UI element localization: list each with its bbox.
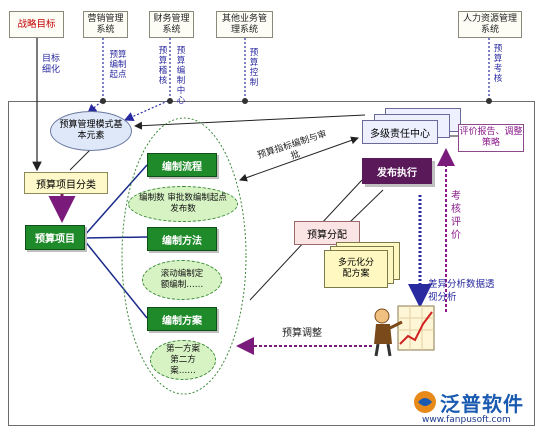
plan-box: 编制方案 bbox=[147, 307, 217, 331]
multi-box: 多元化分配方案 bbox=[324, 250, 388, 288]
flow-detail: 编制数 审批数编制起点 发布数 bbox=[128, 186, 238, 222]
classify-box: 预算项目分类 bbox=[24, 172, 108, 194]
adjust-label: 预算调整 bbox=[282, 328, 322, 339]
dot-other bbox=[242, 98, 248, 104]
goal-split-label: 目标细化 bbox=[42, 54, 61, 75]
logo: 泛普软件 www.fanpusoft.com bbox=[412, 388, 534, 428]
sales-system-box: 营销管理系统 bbox=[83, 11, 128, 38]
line-index-approve bbox=[239, 136, 359, 182]
budget-check-label: 预算稽核 bbox=[158, 46, 168, 86]
plan-detail: 第一方案第二方案…… bbox=[150, 340, 216, 380]
method-box: 编制方法 bbox=[147, 227, 217, 251]
strategy-box: 战略目标 bbox=[9, 11, 64, 38]
distribute-box: 预算分配 bbox=[294, 221, 360, 245]
line-center-mode bbox=[134, 114, 366, 130]
execute-box: 发布执行 bbox=[362, 158, 432, 184]
logo-url: www.fanpusoft.com bbox=[422, 415, 511, 425]
line-item-method bbox=[83, 236, 148, 239]
report-box: 评价报告、调整策略 bbox=[458, 124, 524, 152]
center-box: 多级责任中心 bbox=[362, 120, 438, 144]
hr-system-box: 人力资源管理系统 bbox=[458, 11, 522, 38]
mode-ellipse: 预算管理模式基本元素 bbox=[50, 111, 132, 151]
budget-item-box: 预算项目 bbox=[25, 225, 85, 250]
budget-control-label: 预算控制 bbox=[249, 48, 259, 88]
analyst-figure-icon bbox=[374, 305, 435, 357]
other-system-box: 其他业务管理系统 bbox=[216, 11, 273, 38]
method-detail: 滚动编制定额编制…… bbox=[142, 260, 222, 300]
analysis-label: 差异分析数据透视分析 bbox=[428, 279, 495, 303]
evaluate-label: 考核评价 bbox=[451, 191, 461, 241]
line-item-flow bbox=[83, 164, 148, 237]
budget-center-label: 预算编制中心 bbox=[176, 46, 186, 106]
logo-name: 泛普软件 bbox=[440, 392, 524, 416]
line-item-plan bbox=[83, 239, 148, 319]
dot-finance bbox=[167, 98, 173, 104]
group-ellipse bbox=[121, 117, 247, 395]
logo-mark-icon bbox=[414, 391, 436, 413]
line-execute-distribute bbox=[349, 189, 384, 223]
dot-sales bbox=[100, 98, 106, 104]
budget-start-label: 预算编制起点 bbox=[109, 50, 127, 80]
finance-system-box: 财务管理系统 bbox=[149, 11, 194, 38]
dot-hr bbox=[486, 98, 492, 104]
flow-box: 编制流程 bbox=[147, 153, 217, 177]
line-mode-classify bbox=[69, 149, 91, 171]
budget-assess-label: 预算考核 bbox=[493, 44, 503, 84]
